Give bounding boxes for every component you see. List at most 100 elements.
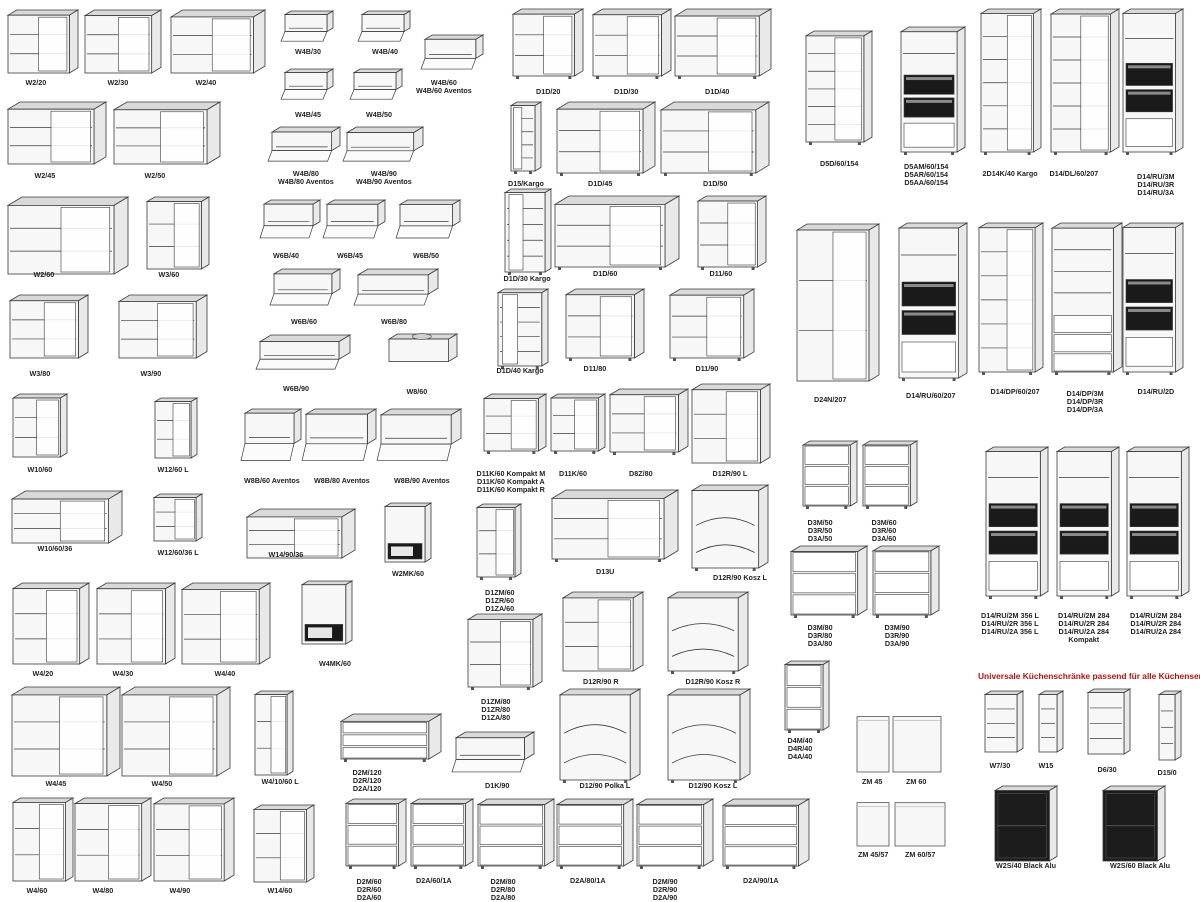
cabinet-label: D12/90 Polka L xyxy=(580,782,631,790)
cabinet-label: W2/40 xyxy=(196,79,217,87)
cabinet-w8-60 xyxy=(387,333,459,373)
cabinet-label-line: D11K/60 xyxy=(559,469,587,478)
cabinet-label: W4/50 xyxy=(152,780,173,788)
cabinet-d11k-60 xyxy=(482,393,548,454)
cabinet-label-line: W10/60/36 xyxy=(37,544,73,553)
cabinet-drawing xyxy=(555,798,635,869)
cabinet-label: W10/60/36 xyxy=(38,545,73,553)
cabinet-label-line: D2A/90 xyxy=(652,893,678,902)
cabinet-label-line: D3M/50 xyxy=(807,518,833,527)
cabinet-label-line: D2A/60/1A xyxy=(416,876,452,885)
cabinet-label: ZM 60/57 xyxy=(905,851,935,859)
cabinet-drawing xyxy=(476,798,556,869)
cabinet-w4-10-60-l xyxy=(253,690,295,777)
cabinet-drawing xyxy=(1037,690,1065,753)
cabinet-label-line: W2S/40 Black Alu xyxy=(996,861,1057,870)
cabinet-label: W4/45 xyxy=(46,780,67,788)
cabinet-d14-ru-3m xyxy=(1121,8,1185,155)
cabinet-drawing xyxy=(152,797,236,882)
cabinet-drawing xyxy=(301,408,378,461)
cabinet-label-line: D14/RU/3A xyxy=(1137,188,1175,197)
cabinet-label-line: D14/RU/2M 356 L xyxy=(981,611,1039,620)
cabinet-drawing xyxy=(509,101,543,174)
cabinet-label: W4B/30 xyxy=(295,48,321,56)
cabinet-label: D2A/60/1A xyxy=(416,877,452,885)
cabinet-w6b-40 xyxy=(259,199,322,241)
cabinet-drawing xyxy=(496,288,550,369)
cabinet-label: D14/RU/60/207 xyxy=(906,392,956,400)
cabinet-label: W8B/60 Aventos xyxy=(244,477,300,485)
cabinet-drawing xyxy=(993,785,1059,862)
cabinet-drawing xyxy=(280,68,335,100)
cabinet-d15-0 xyxy=(1157,690,1183,762)
cabinet-label-line: D2A/80 xyxy=(490,893,516,902)
cabinet-label-line: D14/RU/2R 356 L xyxy=(981,619,1039,628)
cabinet-label-line: D1ZM/80 xyxy=(481,697,511,706)
cabinet-drawing xyxy=(357,10,412,42)
cabinet-d1d-30-kargo xyxy=(503,188,553,275)
cabinet-label-line: D14/DP/3A xyxy=(1066,405,1104,414)
cabinet-drawing xyxy=(10,686,122,777)
cabinet-label: D13U xyxy=(596,568,614,576)
cabinet-d8z-80 xyxy=(608,388,690,455)
cabinet-label-line: W6B/60 xyxy=(291,317,317,326)
cabinet-label: W2MK/60 xyxy=(392,570,424,578)
cabinet-label-line: D12R/90 Kosz R xyxy=(685,677,741,686)
cabinet-label: D15/Kargo xyxy=(508,180,544,188)
cabinet-drawing xyxy=(561,591,645,672)
cabinet-label: W2/60 xyxy=(34,271,55,279)
cabinet-label: D1D/30 xyxy=(614,88,638,96)
cabinet-d12-90-kosz-l xyxy=(666,688,752,783)
cabinet-d1d-40-kargo xyxy=(496,288,550,369)
cabinet-d14-ru-2m-284-k xyxy=(1055,446,1121,599)
cabinet-w12-60-l xyxy=(153,397,199,460)
cabinet-label: D8Z/80 xyxy=(629,470,653,478)
cabinet-label-line: ZM 60 xyxy=(906,777,927,786)
cabinet-label: W4/60 xyxy=(27,887,48,895)
cabinet-w6b-90 xyxy=(255,334,352,372)
cabinet-label-line: D1D/45 xyxy=(588,179,613,188)
cabinet-d1d-60 xyxy=(553,195,681,270)
cabinet-label: 2D14K/40 Kargo xyxy=(983,170,1038,178)
cabinet-d14-ru-2m-284 xyxy=(1125,446,1191,599)
cabinet-label: W4/30 xyxy=(113,670,134,678)
cabinet-drawing xyxy=(344,798,408,869)
cabinet-label-line: D1ZA/60 xyxy=(485,604,515,613)
cabinet-label-line: D1D/20 xyxy=(536,87,561,96)
cabinet-label-line: D2A/90/1A xyxy=(743,876,779,885)
cabinet-drawing xyxy=(8,294,90,359)
cabinet-label-line: D3R/80 xyxy=(807,631,833,640)
cabinet-label-line: W4B/40 xyxy=(372,47,398,56)
cabinet-label-line: W7/30 xyxy=(989,761,1011,770)
cabinet-label-line: D14/DP/3R xyxy=(1066,397,1104,406)
cabinet-label-line: D11/60 xyxy=(709,269,733,278)
cabinet-label: D14/DP/60/207 xyxy=(991,388,1040,396)
cabinet-label-line: W4B/30 xyxy=(295,47,321,56)
cabinet-label-line: W12/60/36 L xyxy=(157,548,199,557)
cabinet-label-line: D5AR/60/154 xyxy=(904,170,948,179)
cabinet-label: D12R/90 Kosz R xyxy=(686,678,741,686)
cabinet-label-line: D3M/60 xyxy=(871,518,897,527)
cabinet-label-line: D11K/60 Kompakt M xyxy=(476,469,546,478)
cabinet-label-line: D3A/50 xyxy=(807,534,833,543)
cabinet-d12-90-polka-l xyxy=(558,688,642,783)
cabinet-d14-ru-60-207 xyxy=(897,222,969,381)
cabinet-label-line: W4/45 xyxy=(45,779,67,788)
cabinet-drawing xyxy=(721,798,811,869)
cabinet-label: ZM 45/57 xyxy=(858,851,888,859)
cabinet-label: W3/80 xyxy=(30,370,51,378)
cabinet-w4b-45 xyxy=(280,68,335,102)
cabinet-label-line: D4R/40 xyxy=(787,744,813,753)
cabinet-label-line: W4/30 xyxy=(112,669,134,678)
cabinet-label: W2/45 xyxy=(35,172,56,180)
cabinet-w2-60 xyxy=(6,196,130,276)
cabinet-label-line: W4B/90 Aventos xyxy=(356,177,412,186)
cabinet-label: W14/60 xyxy=(268,887,293,895)
cabinet-d2m-90 xyxy=(635,798,715,869)
cabinet-label-line: D3R/60 xyxy=(871,526,897,535)
